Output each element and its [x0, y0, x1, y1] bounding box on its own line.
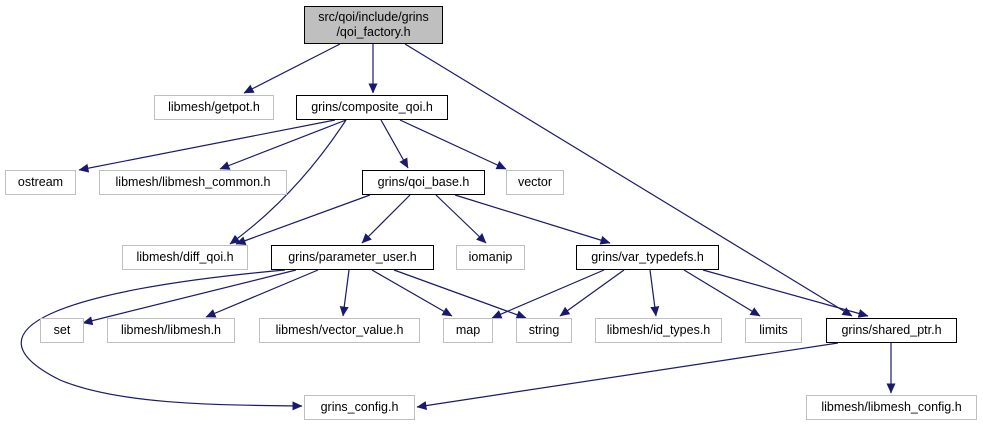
node-grins-qoi-base-h-label: grins/qoi_base.h — [377, 175, 470, 189]
node-map: map — [443, 318, 493, 343]
node-qoi-factory-h: src/qoi/include/grins /qoi_factory.h — [304, 6, 443, 44]
edge-var-typedefs-to-string — [559, 269, 625, 317]
edge-composite-qoi-to-libmesh-common — [219, 119, 347, 170]
edge-var-typedefs-to-shared-ptr — [702, 269, 869, 318]
node-libmesh-libmesh-h: libmesh/libmesh.h — [107, 318, 235, 343]
edge-var-typedefs-to-id-types — [649, 269, 660, 317]
node-grins-config-h: grins_config.h — [304, 395, 415, 420]
node-vector-label: vector — [517, 175, 553, 189]
node-libmesh-getpot-h: libmesh/getpot.h — [154, 95, 274, 120]
edge-composite-qoi-to-vector — [399, 119, 507, 170]
node-limits-label: limits — [759, 323, 788, 337]
node-iomanip-label: iomanip — [468, 250, 513, 264]
node-libmesh-id-types-h: libmesh/id_types.h — [595, 318, 722, 343]
edge-parameter-user-to-vector-value — [339, 269, 350, 317]
node-set-label: set — [53, 323, 71, 337]
edge-parameter-user-to-string — [393, 269, 527, 319]
node-set: set — [40, 318, 84, 343]
node-limits: limits — [745, 318, 802, 343]
node-libmesh-diff-qoi-h: libmesh/diff_qoi.h — [122, 245, 248, 270]
node-grins-shared-ptr-h-label: grins/shared_ptr.h — [841, 323, 942, 337]
node-iomanip: iomanip — [456, 245, 525, 270]
node-grins-config-h-label: grins_config.h — [320, 400, 399, 414]
edge-parameter-user-to-map — [371, 269, 453, 317]
edge-var-typedefs-to-map — [491, 269, 605, 319]
edge-var-typedefs-to-limits — [683, 269, 761, 317]
edge-qoi-base-to-iomanip — [435, 194, 487, 244]
edge-parameter-user-to-grins-config — [20, 269, 303, 411]
edge-parameter-user-to-set — [82, 269, 297, 326]
node-libmesh-getpot-h-label: libmesh/getpot.h — [168, 100, 260, 114]
node-grins-var-typedefs-h-label: grins/var_typedefs.h — [591, 250, 704, 264]
node-libmesh-libmesh-common-h-label: libmesh/libmesh_common.h — [115, 175, 271, 189]
node-grins-parameter-user-h-label: grins/parameter_user.h — [288, 250, 417, 264]
edge-root-to-shared-ptr — [404, 43, 853, 317]
node-libmesh-libmesh-config-h: libmesh/libmesh_config.h — [806, 395, 977, 420]
edge-root-to-getpot — [243, 43, 341, 94]
node-libmesh-diff-qoi-h-label: libmesh/diff_qoi.h — [136, 250, 234, 264]
node-ostream: ostream — [5, 170, 76, 195]
edge-parameter-user-to-libmesh-h — [205, 269, 319, 318]
node-qoi-factory-h-label-line2: /qoi_factory.h — [336, 25, 411, 39]
node-grins-composite-qoi-h[interactable]: grins/composite_qoi.h — [296, 95, 448, 120]
node-libmesh-libmesh-h-label: libmesh/libmesh.h — [120, 323, 222, 337]
node-grins-composite-qoi-h-label: grins/composite_qoi.h — [311, 100, 433, 114]
node-libmesh-vector-value-h-label: libmesh/vector_value.h — [275, 323, 404, 337]
edge-qoi-base-to-diff-qoi — [235, 194, 371, 245]
edge-qoi-base-to-var-typedefs — [454, 194, 611, 245]
node-grins-shared-ptr-h[interactable]: grins/shared_ptr.h — [826, 318, 957, 343]
node-map-label: map — [455, 323, 481, 337]
node-libmesh-libmesh-config-h-label: libmesh/libmesh_config.h — [821, 400, 962, 414]
node-ostream-label: ostream — [17, 175, 64, 189]
node-grins-qoi-base-h[interactable]: grins/qoi_base.h — [362, 170, 485, 195]
edge-qoi-base-to-parameter-user — [361, 194, 411, 244]
node-libmesh-libmesh-common-h: libmesh/libmesh_common.h — [99, 170, 287, 195]
node-libmesh-vector-value-h: libmesh/vector_value.h — [259, 318, 420, 343]
node-libmesh-id-types-h-label: libmesh/id_types.h — [606, 323, 711, 337]
node-vector: vector — [506, 170, 564, 195]
node-string: string — [516, 318, 572, 343]
node-grins-parameter-user-h[interactable]: grins/parameter_user.h — [271, 245, 434, 270]
edge-composite-qoi-to-diff-qoi — [229, 119, 347, 245]
edge-composite-qoi-to-qoi-base — [380, 119, 409, 169]
edge-shared-ptr-to-grins-config — [416, 342, 839, 411]
node-string-label: string — [528, 323, 560, 337]
node-grins-var-typedefs-h[interactable]: grins/var_typedefs.h — [576, 245, 719, 270]
edge-composite-qoi-to-ostream — [78, 119, 336, 173]
node-qoi-factory-h-label-line1: src/qoi/include/grins — [318, 10, 429, 24]
